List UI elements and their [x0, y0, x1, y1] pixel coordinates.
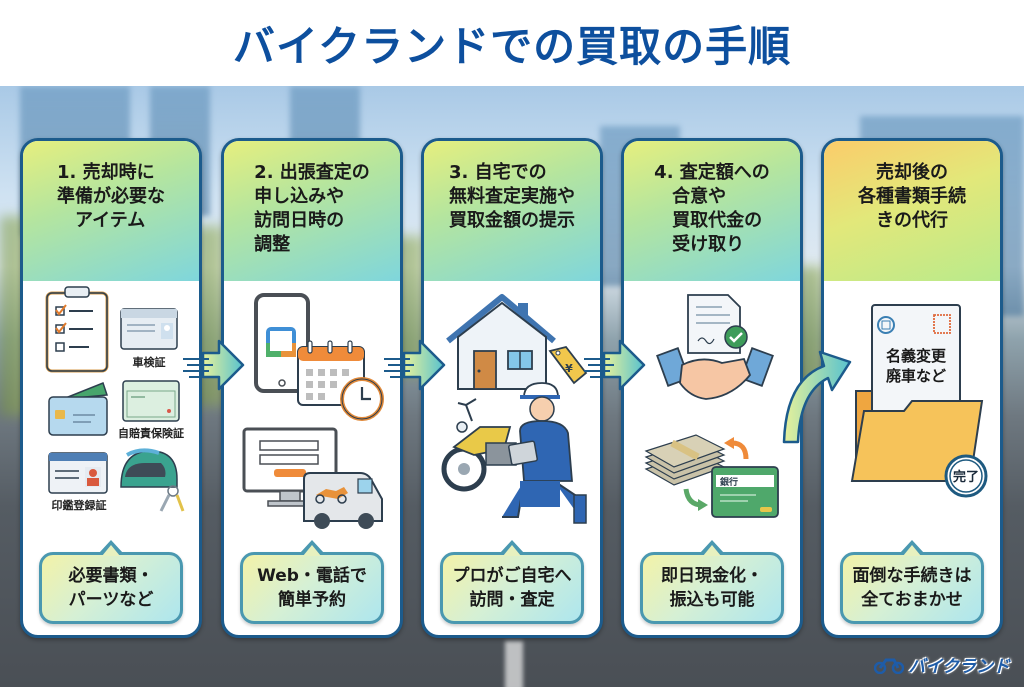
- step-illustration: [224, 281, 400, 531]
- step-card-4: 4. 査定額への 合意や 買取代金の 受け取り: [621, 138, 803, 638]
- bubble-text: 即日現金化・ 振込も可能: [661, 566, 763, 610]
- step-title: 2. 出張査定の 申し込みや 訪問日時の 調整: [254, 162, 370, 255]
- step-illustration: 名義変更 廃車など 完了: [824, 281, 1000, 531]
- title-bar: バイクランドでの買取の手順: [0, 0, 1024, 86]
- step-card-3: 3. 自宅での 無料査定実施や 買取金額の提示 ¥: [421, 138, 603, 638]
- document-icon: 名義変更 廃車など: [871, 304, 961, 430]
- keys-icon: [159, 485, 185, 512]
- complete-label: 完了: [953, 469, 979, 485]
- step-title: 3. 自宅での 無料査定実施や 買取金額の提示: [449, 162, 575, 231]
- handshake-icon: [656, 347, 774, 400]
- step-illustration: 車検証 自賠責保険証: [23, 281, 199, 531]
- step-title: 4. 査定額への 合意や 買取代金の 受け取り: [654, 162, 770, 255]
- doc-label-name-change: 名義変更: [886, 347, 947, 365]
- cash-stack-icon: [644, 434, 726, 486]
- step-bubble: 即日現金化・ 振込も可能: [640, 540, 784, 624]
- bank-label: 銀行: [720, 476, 738, 488]
- logo-text: バイクランド: [908, 657, 1010, 677]
- step-bubble: 面倒な手続きは 全ておまかせ: [840, 540, 984, 624]
- step-header: 3. 自宅での 無料査定実施や 買取金額の提示: [424, 141, 600, 281]
- complete-badge-icon: 完了: [944, 454, 988, 498]
- credit-card-icon: [48, 382, 109, 436]
- bubble-text: 面倒な手続きは 全ておまかせ: [852, 566, 972, 610]
- step-bubble: Web・電話で 簡単予約: [240, 540, 384, 624]
- step-header: 2. 出張査定の 申し込みや 訪問日時の 調整: [224, 141, 400, 281]
- step-header: 4. 査定額への 合意や 買取代金の 受け取り: [624, 141, 800, 281]
- step-title: 1. 売却時に 準備が必要な アイテム: [57, 162, 165, 231]
- doc-label-scrap: 廃車など: [886, 367, 946, 385]
- arrow-right-icon: [584, 339, 646, 391]
- smartphone-calendar-icon: [254, 293, 310, 393]
- inspector-icon: [502, 382, 587, 524]
- id-card-icon: [120, 308, 178, 350]
- brand-logo: バイクランド: [874, 652, 1010, 677]
- step-card-1: 1. 売却時に 準備が必要な アイテム: [20, 138, 202, 638]
- bubble-text: Web・電話で 簡単予約: [257, 566, 367, 610]
- step-header: 1. 売却時に 準備が必要な アイテム: [23, 141, 199, 281]
- clock-icon: [340, 377, 384, 421]
- bubble-text: 必要書類・ パーツなど: [68, 566, 154, 610]
- transfer-arrow-icon: [683, 488, 708, 511]
- arrow-right-icon: [384, 339, 446, 391]
- insurance-certificate-icon: [122, 380, 180, 422]
- label-inkan: 印鑑登録証: [52, 498, 107, 512]
- step-bubble: 必要書類・ パーツなど: [39, 540, 183, 624]
- house-icon: [446, 294, 556, 390]
- step-card-2: 2. 出張査定の 申し込みや 訪問日時の 調整: [221, 138, 403, 638]
- step-bubble: プロがご自宅へ 訪問・査定: [440, 540, 584, 624]
- label-jibaiseki: 自賠責保険証: [118, 426, 184, 440]
- step-header: 売却後の 各種書類手続 きの代行: [824, 141, 1000, 281]
- price-tag-icon: ¥: [548, 345, 588, 385]
- step-title: 売却後の 各種書類手続 きの代行: [858, 162, 966, 231]
- motorcycle-icon: [441, 398, 517, 492]
- van-icon: [303, 472, 383, 529]
- label-shakensho: 車検証: [133, 355, 166, 369]
- motorcycle-logo-icon: [874, 658, 905, 674]
- curved-arrow-icon: [782, 350, 852, 444]
- page-title: バイクランドでの買取の手順: [232, 21, 792, 71]
- bubble-text: プロがご自宅へ 訪問・査定: [452, 566, 572, 610]
- yen-symbol: ¥: [565, 362, 573, 375]
- check-icon: [724, 325, 748, 349]
- step-card-5: 売却後の 各種書類手続 きの代行 名義変更 廃車など: [821, 138, 1003, 638]
- clipboard-checklist-icon: [45, 286, 109, 373]
- step-illustration: ¥: [424, 281, 600, 531]
- bank-card-icon: 銀行: [711, 466, 779, 518]
- return-arrow-icon: [724, 437, 749, 460]
- seal-registration-card-icon: [48, 452, 108, 494]
- arrow-right-icon: [183, 339, 245, 391]
- stamp-icon: [877, 316, 895, 334]
- helmet-icon: [120, 448, 178, 488]
- step-illustration: 銀行: [624, 281, 800, 531]
